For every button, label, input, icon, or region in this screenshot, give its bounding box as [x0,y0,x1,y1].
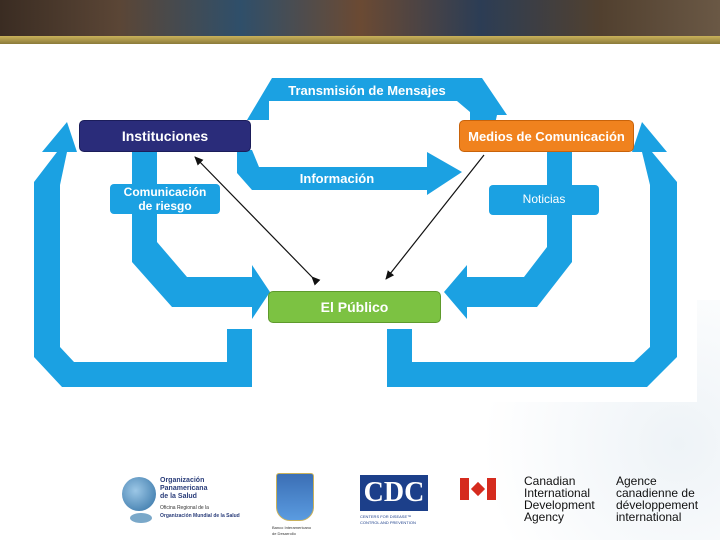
bid-name-2: de Desarrollo [272,531,296,536]
cida-logo: Canadian International Development Agenc… [460,475,700,535]
cdc-mark: CDC [360,475,428,511]
cdc-sub-2: CONTROL AND PREVENTION [360,520,416,525]
comunicacion-riesgo-label-2: de riesgo [138,199,192,213]
ops-name-3: de la Salud [160,493,197,500]
noticias-arrow [444,147,572,319]
maple-leaf-icon [470,481,486,497]
cida-en-3: Development [524,498,595,512]
cida-en-2: International [524,486,591,500]
diagonal-arrow-publico-instituciones [194,156,321,286]
ops-name-1: Organización [160,477,205,484]
ops-sub-1: Oficina Regional de la [160,505,209,511]
transmision-arrow [247,78,507,124]
publico-label: El Público [320,299,389,315]
outer-left-loop [34,122,252,387]
comunicacion-riesgo-label-1: Comunicación [123,185,207,199]
instituciones-label: Instituciones [121,128,209,144]
cida-fr-4: international [616,510,682,524]
transmision-label: Transmisión de Mensajes [288,83,446,98]
canada-flag-icon [460,478,496,500]
diagonal-arrow-medios-publico [385,154,485,280]
comunicacion-riesgo-arrow [132,147,270,319]
banner-gold-stripe [0,36,720,44]
flow-arrows [34,78,677,387]
ops-logo: Organización Panamericana de la Salud Of… [122,477,252,525]
comunicacion-riesgo-box [110,184,220,214]
cida-fr-2: canadienne de [616,486,695,500]
noticias-label: Noticias [522,192,566,206]
communication-flow-diagram: Instituciones Medios de Comunicación El … [12,67,697,402]
cdc-logo: CDC CENTERS FOR DISEASE™ CONTROL AND PRE… [360,475,440,527]
bid-name-1: Banco Interamericano [272,525,312,530]
informacion-label: Información [299,171,375,186]
bid-emblem-icon [276,473,314,521]
medios-node: Medios de Comunicación [459,120,634,152]
cida-en-1: Canadian [524,474,576,488]
medios-label: Medios de Comunicación [468,128,625,144]
cida-fr-1: Agence [616,474,657,488]
cida-fr-3: développement [616,498,699,512]
cdc-sub-1: CENTERS FOR DISEASE™ [360,514,412,519]
bid-logo: Banco Interamericano de Desarrollo [272,473,322,539]
globe-icon [122,477,156,511]
sponsor-logos: Organización Panamericana de la Salud Of… [0,465,720,540]
who-emblem-icon [130,513,152,523]
ops-sub-2: Organización Mundial de la Salud [160,513,240,519]
ops-name-2: Panamericana [160,485,208,492]
publico-node: El Público [268,291,441,323]
cida-en-4: Agency [524,510,565,524]
noticias-box [489,185,599,215]
instituciones-node: Instituciones [79,120,251,152]
outer-right-loop [387,122,677,387]
